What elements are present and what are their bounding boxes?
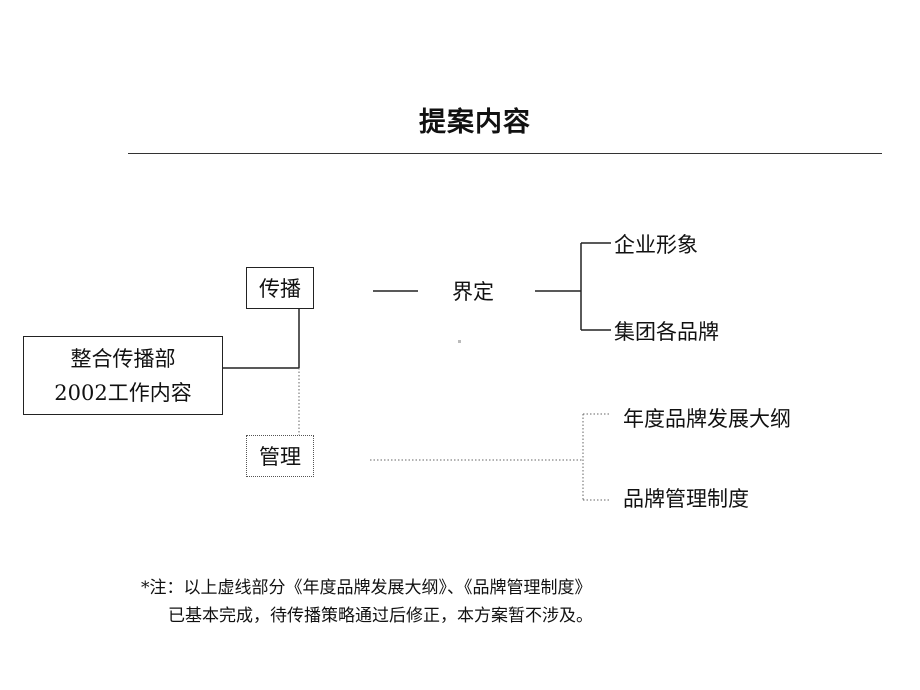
source-box-line1: 整合传播部 — [70, 346, 176, 371]
source-box-line2: 2002工作内容 — [54, 380, 192, 405]
node-chuanbo: 传播 — [246, 267, 314, 309]
footnote-line2: 已基本完成，待传播策略通过后修正，本方案暂不涉及。 — [168, 606, 593, 626]
source-box: 整合传播部 2002工作内容 — [23, 336, 223, 415]
leaf-bottom-1: 年度品牌发展大纲 — [623, 407, 791, 431]
leaf-top-1: 企业形象 — [614, 233, 698, 257]
leaf-top-2: 集团各品牌 — [614, 320, 719, 344]
node-jieding: 界定 — [452, 280, 494, 304]
stray-mark — [458, 340, 461, 343]
leaf-bottom-2: 品牌管理制度 — [623, 487, 749, 511]
page-title: 提案内容 — [419, 107, 531, 138]
footnote-line1: *注：以上虚线部分《年度品牌发展大纲》、《品牌管理制度》 — [141, 578, 592, 598]
node-guanli: 管理 — [246, 435, 314, 477]
title-underline — [128, 153, 882, 154]
